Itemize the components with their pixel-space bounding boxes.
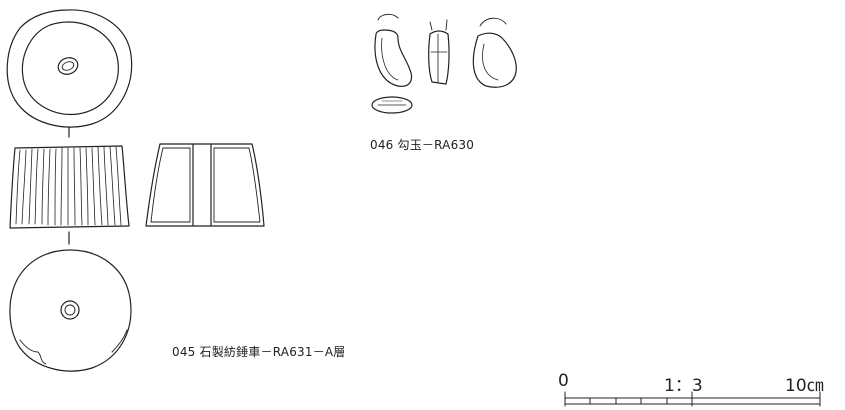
figure-046-caption: 046 勾玉－RA630	[370, 136, 474, 153]
magatama-edge-view	[428, 19, 450, 85]
spindle-whorl-section-view	[145, 143, 265, 227]
scale-end-label: 10㎝	[785, 376, 824, 396]
magatama-back-view	[472, 17, 517, 88]
scale-ratio-label: 1：3	[664, 376, 703, 396]
spindle-whorl-bottom-view	[9, 249, 132, 372]
figure-046-number: 046	[370, 138, 394, 152]
magatama-front-view	[374, 13, 413, 87]
magatama-top-view	[371, 96, 413, 114]
figure-045-title: 石製紡錘車－RA631－A層	[199, 345, 346, 359]
spindle-whorl-side-view	[9, 145, 130, 229]
figure-045-number: 045	[172, 345, 196, 359]
scale-bar	[564, 391, 821, 407]
scale-start-label: 0	[558, 371, 569, 391]
spindle-whorl-top-view	[6, 9, 133, 128]
figure-045-caption: 045 石製紡錘車－RA631－A層	[172, 343, 346, 360]
figure-046-title: 勾玉－RA630	[397, 138, 475, 152]
